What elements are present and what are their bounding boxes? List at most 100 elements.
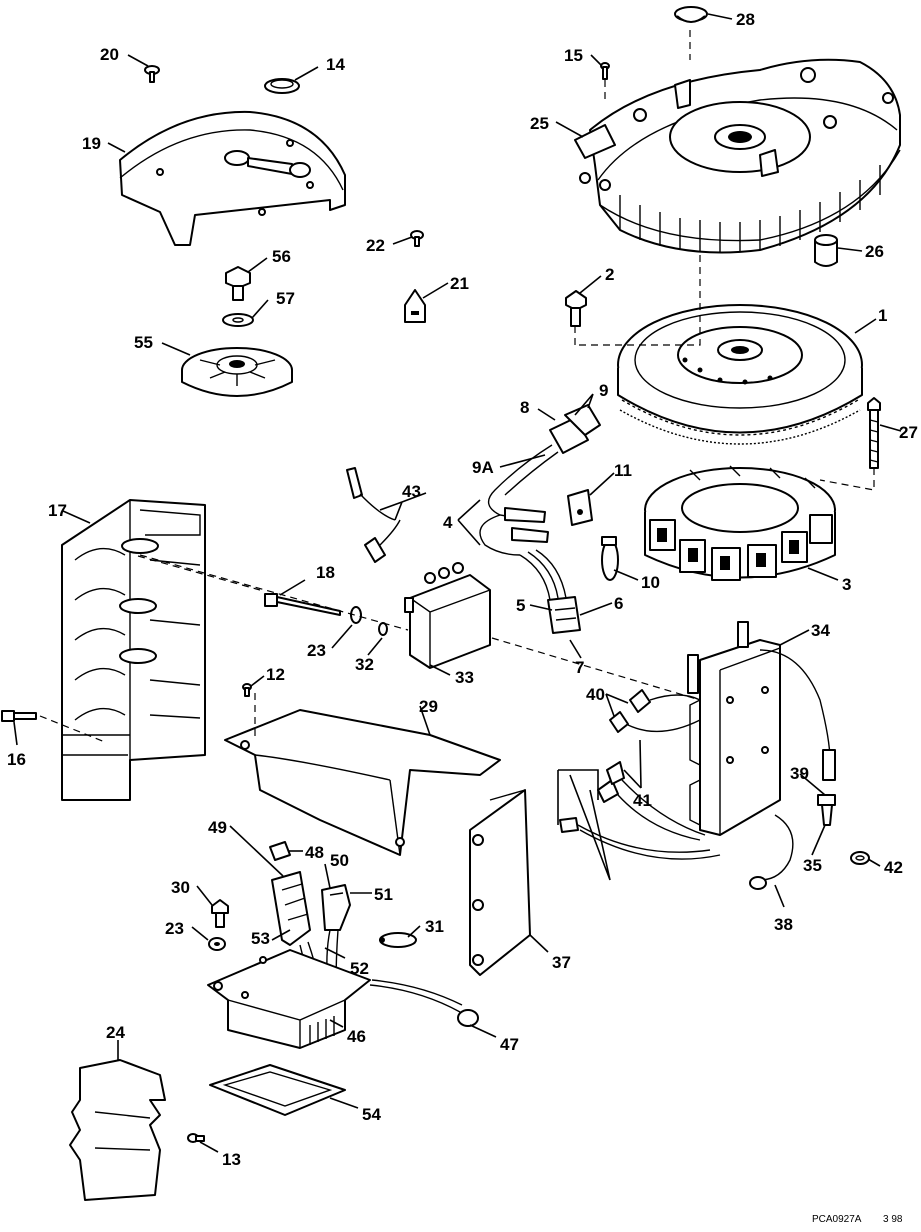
callout-54: 54 xyxy=(362,1105,381,1124)
part-46-power-pack xyxy=(207,949,371,1049)
part-5-6-7-connector xyxy=(519,549,581,634)
part-3-stator xyxy=(644,465,836,581)
callout-41: 41 xyxy=(633,791,652,810)
callout-labels: 20 14 19 56 57 55 22 21 28 15 25 26 2 1 … xyxy=(7,10,918,1169)
part-8-9-connector xyxy=(479,404,601,556)
callout-49: 49 xyxy=(208,818,227,837)
callout-23-lower: 23 xyxy=(165,919,184,938)
part-13-screw xyxy=(187,1133,205,1143)
part-24-cover xyxy=(69,1059,166,1201)
callout-24: 24 xyxy=(106,1023,125,1042)
callout-51: 51 xyxy=(374,885,393,904)
callout-12: 12 xyxy=(266,665,285,684)
drawing-code: PCA0927A xyxy=(812,1214,862,1225)
callout-25: 25 xyxy=(530,114,549,133)
part-48-terminal xyxy=(269,841,291,861)
part-30-bolt xyxy=(211,899,229,928)
callout-30: 30 xyxy=(171,878,190,897)
callout-50: 50 xyxy=(330,851,349,870)
part-54-gasket xyxy=(209,1064,346,1116)
part-29-shield xyxy=(224,709,501,856)
part-32-washer xyxy=(378,622,388,636)
callout-17: 17 xyxy=(48,501,67,520)
part-22-screw xyxy=(410,230,424,247)
part-31-tie xyxy=(379,932,417,948)
callout-16: 16 xyxy=(7,750,26,769)
assembly-lines xyxy=(39,30,875,743)
callout-26: 26 xyxy=(865,242,884,261)
callout-42: 42 xyxy=(884,858,903,877)
callout-22: 22 xyxy=(366,236,385,255)
part-23-washer xyxy=(350,606,362,624)
callout-10: 10 xyxy=(641,573,660,592)
callout-13: 13 xyxy=(222,1150,241,1169)
part-20-screw xyxy=(144,65,160,83)
callout-46: 46 xyxy=(347,1027,366,1046)
part-1-flywheel xyxy=(617,304,863,445)
callout-19: 19 xyxy=(82,134,101,153)
part-39-terminal xyxy=(817,794,836,826)
callout-18: 18 xyxy=(316,563,335,582)
footer: PCA0927A 3 98 xyxy=(812,1214,903,1225)
leader-lines xyxy=(13,13,902,1153)
callout-31: 31 xyxy=(425,917,444,936)
part-18-bolt xyxy=(264,593,341,616)
callout-33: 33 xyxy=(455,668,474,687)
callout-21: 21 xyxy=(450,274,469,293)
callout-55: 55 xyxy=(134,333,153,352)
callout-15: 15 xyxy=(564,46,583,65)
callout-34: 34 xyxy=(811,621,830,640)
callout-4: 4 xyxy=(443,513,453,532)
part-42-clamp xyxy=(850,851,870,865)
part-56-bolt xyxy=(225,266,251,301)
part-55-pulley xyxy=(181,347,293,397)
part-10-strap xyxy=(601,536,619,581)
callout-39: 39 xyxy=(790,764,809,783)
part-47-ground-lead xyxy=(369,979,479,1027)
part-19-cover-plate xyxy=(119,110,346,246)
callout-35: 35 xyxy=(803,856,822,875)
part-2-screw xyxy=(565,290,587,327)
callout-40: 40 xyxy=(586,685,605,704)
callout-32: 32 xyxy=(355,655,374,674)
callout-53: 53 xyxy=(251,929,270,948)
part-26-spacer xyxy=(814,234,838,267)
part-34-bracket xyxy=(687,621,836,836)
callout-37: 37 xyxy=(552,953,571,972)
callout-29: 29 xyxy=(419,697,438,716)
callout-57: 57 xyxy=(276,289,295,308)
part-28-plug xyxy=(674,6,708,23)
part-21-clip xyxy=(404,289,426,323)
callout-7: 7 xyxy=(575,658,584,677)
part-17-cover xyxy=(61,499,206,801)
part-14-grommet xyxy=(264,78,300,94)
callout-14: 14 xyxy=(326,55,345,74)
callout-6: 6 xyxy=(614,594,623,613)
callout-56: 56 xyxy=(272,247,291,266)
callout-9A: 9A xyxy=(472,458,494,477)
callout-1: 1 xyxy=(878,306,887,325)
callout-38: 38 xyxy=(774,915,793,934)
callout-9: 9 xyxy=(599,381,608,400)
part-38-ground-lead xyxy=(749,814,794,890)
drawing-date: 3 98 xyxy=(883,1214,903,1225)
callout-47: 47 xyxy=(500,1035,519,1054)
callout-48: 48 xyxy=(305,843,324,862)
part-25-flywheel-cover xyxy=(574,58,901,254)
callout-28: 28 xyxy=(736,10,755,29)
callout-20: 20 xyxy=(100,45,119,64)
part-11-clamp xyxy=(567,489,593,526)
callout-43: 43 xyxy=(402,482,421,501)
callout-3: 3 xyxy=(842,575,851,594)
part-49-connector xyxy=(271,871,311,946)
part-23-washer-lower xyxy=(208,937,226,951)
part-12-screw xyxy=(242,683,252,697)
callout-27: 27 xyxy=(899,423,918,442)
callout-8: 8 xyxy=(520,398,529,417)
callout-23: 23 xyxy=(307,641,326,660)
callout-5: 5 xyxy=(516,596,525,615)
part-37-bracket xyxy=(469,789,531,976)
part-43-leads xyxy=(346,467,401,563)
